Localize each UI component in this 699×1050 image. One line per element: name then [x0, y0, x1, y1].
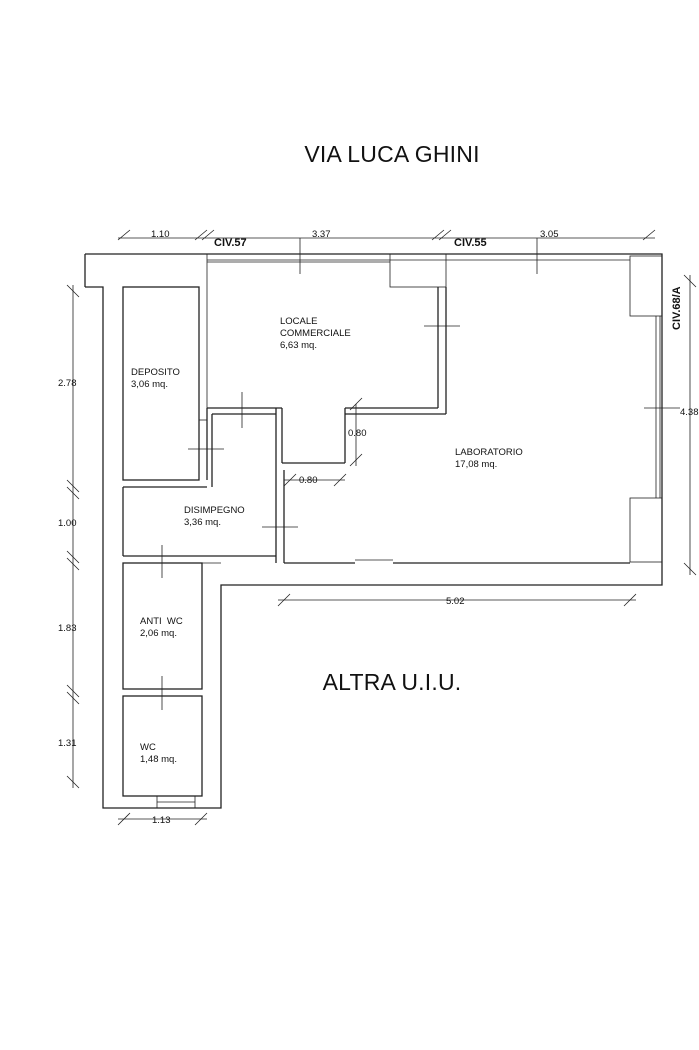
- room-disimpegno-name: DISIMPEGNO: [184, 505, 245, 516]
- dim-top-1: 1.10: [151, 229, 170, 240]
- dim-bottom-lab: 5.02: [446, 596, 465, 607]
- walls: [84, 253, 663, 809]
- room-anti-wc-area: 2,06 mq.: [140, 628, 177, 639]
- dim-top-2: 3.37: [312, 229, 331, 240]
- door-marks: [161, 238, 680, 710]
- dim-left-2: 1.00: [58, 518, 77, 529]
- room-wc-name: WC: [140, 742, 156, 753]
- dim-opening-horizontal: 0.80: [299, 475, 318, 486]
- dim-left-4: 1.31: [58, 738, 77, 749]
- dim-bottom-wc: 1.13: [152, 815, 171, 826]
- dim-left-3: 1.83: [58, 623, 77, 634]
- room-laboratorio-area: 17,08 mq.: [455, 459, 497, 470]
- street-label: VIA LUCA GHINI: [304, 141, 479, 167]
- other-unit-label: ALTRA U.I.U.: [323, 669, 462, 695]
- civ-68a-label: CIV.68/A: [671, 286, 683, 330]
- dim-opening-vertical: 0.80: [348, 428, 367, 439]
- room-deposito-name: DEPOSITO: [131, 367, 180, 378]
- room-locale-name-1: LOCALE: [280, 316, 318, 327]
- dim-left-1: 2.78: [58, 378, 77, 389]
- civ-57-label: CIV.57: [214, 237, 247, 249]
- room-wc-area: 1,48 mq.: [140, 754, 177, 765]
- room-locale-name-2: COMMERCIALE: [280, 328, 351, 339]
- room-locale-area: 6,63 mq.: [280, 340, 317, 351]
- room-deposito-area: 3,06 mq.: [131, 379, 168, 390]
- dimension-lines: [66, 229, 697, 826]
- civ-55-label: CIV.55: [454, 237, 487, 249]
- room-disimpegno-area: 3,36 mq.: [184, 517, 221, 528]
- room-anti-wc-name: ANTI WC: [140, 616, 183, 627]
- dim-right: 4.38: [680, 407, 699, 418]
- dim-top-3: 3.05: [540, 229, 559, 240]
- room-laboratorio-name: LABORATORIO: [455, 447, 523, 458]
